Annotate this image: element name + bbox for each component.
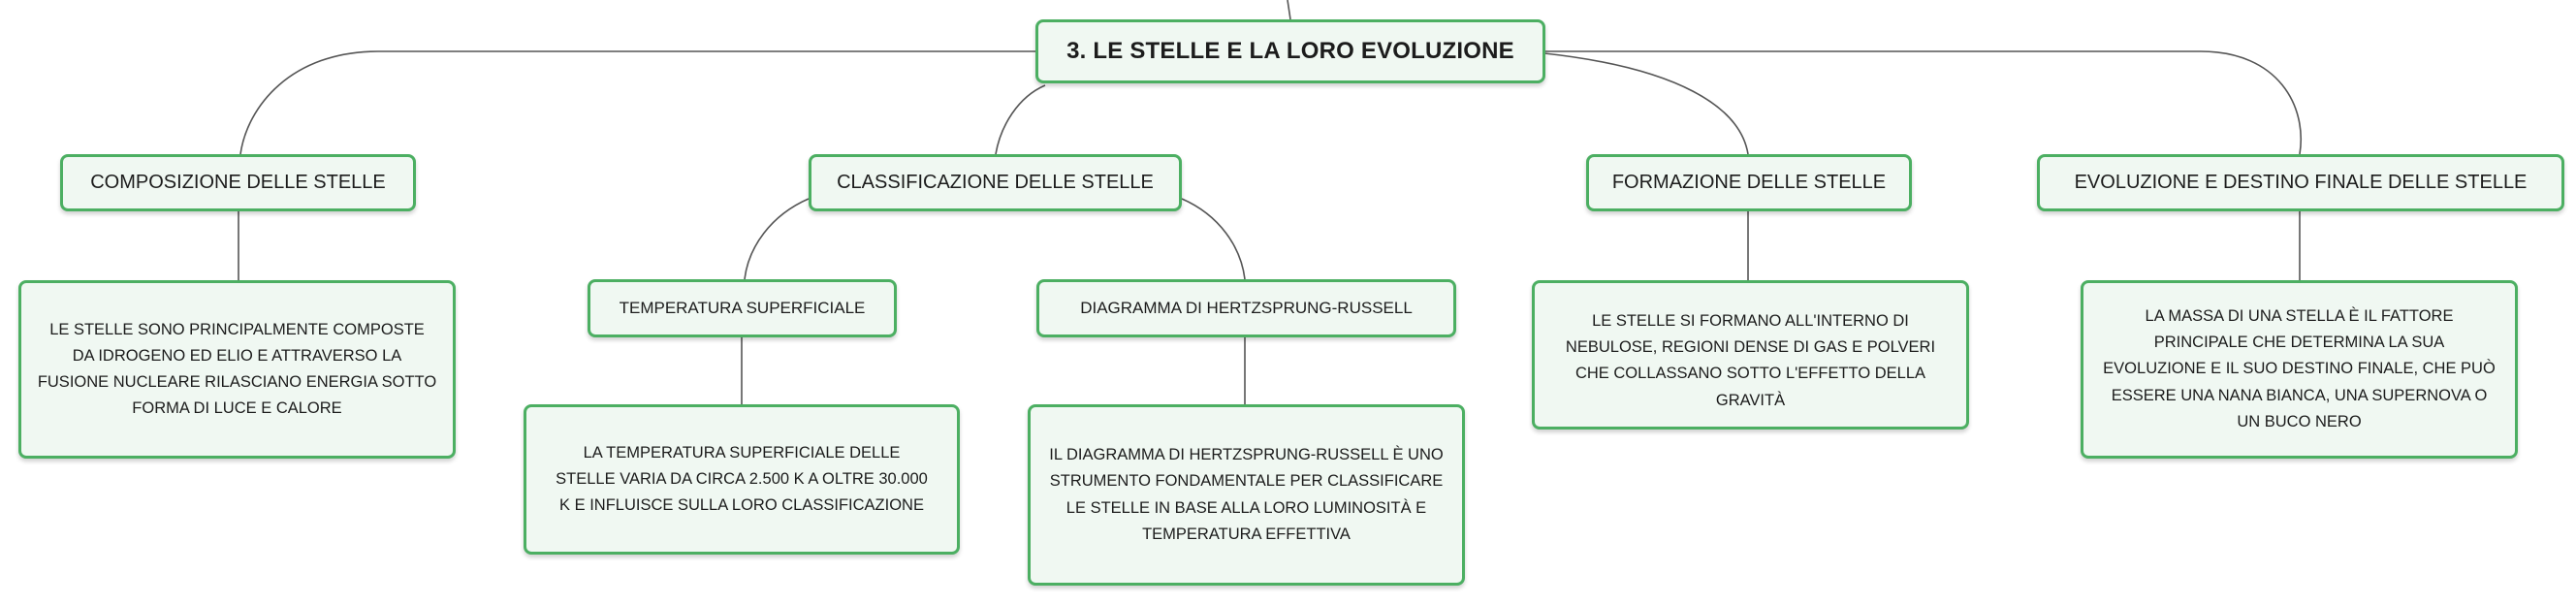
evoluzione-text[interactable]: LA MASSA DI UNA STELLA È IL FATTORE PRIN…: [2081, 280, 2518, 459]
branch-evoluzione-title[interactable]: EVOLUZIONE E DESTINO FINALE DELLE STELLE: [2037, 154, 2564, 211]
temperatura-superficiale-text[interactable]: LA TEMPERATURA SUPERFICIALE DELLE STELLE…: [524, 404, 960, 555]
diagramma-hr-title[interactable]: DIAGRAMMA DI HERTZSPRUNG-RUSSELL: [1036, 279, 1456, 337]
formazione-text[interactable]: LE STELLE SI FORMANO ALL'INTERNO DI NEBU…: [1532, 280, 1969, 430]
branch-classificazione-title[interactable]: CLASSIFICAZIONE DELLE STELLE: [809, 154, 1182, 211]
connector-classificazione-to-temperatura: [744, 198, 810, 280]
root-node-title[interactable]: 3. LE STELLE E LA LORO EVOLUZIONE: [1035, 19, 1545, 83]
connector-parent-to-root: [1287, 0, 1291, 20]
branch-composizione-title[interactable]: COMPOSIZIONE DELLE STELLE: [60, 154, 416, 211]
temperatura-superficiale-title[interactable]: TEMPERATURA SUPERFICIALE: [588, 279, 897, 337]
diagramma-hr-text[interactable]: IL DIAGRAMMA DI HERTZSPRUNG-RUSSELL È UN…: [1028, 404, 1465, 586]
connector-root-to-evoluzione: [1544, 50, 2302, 155]
connector-root-to-formazione: [1543, 52, 1749, 155]
connector-classificazione-to-diagramma: [1181, 198, 1246, 280]
composizione-text[interactable]: LE STELLE SONO PRINCIPALMENTE COMPOSTE D…: [18, 280, 456, 459]
connector-root-to-classificazione: [995, 84, 1046, 155]
branch-formazione-title[interactable]: FORMAZIONE DELLE STELLE: [1586, 154, 1912, 211]
connector-root-to-composizione: [239, 50, 1035, 155]
